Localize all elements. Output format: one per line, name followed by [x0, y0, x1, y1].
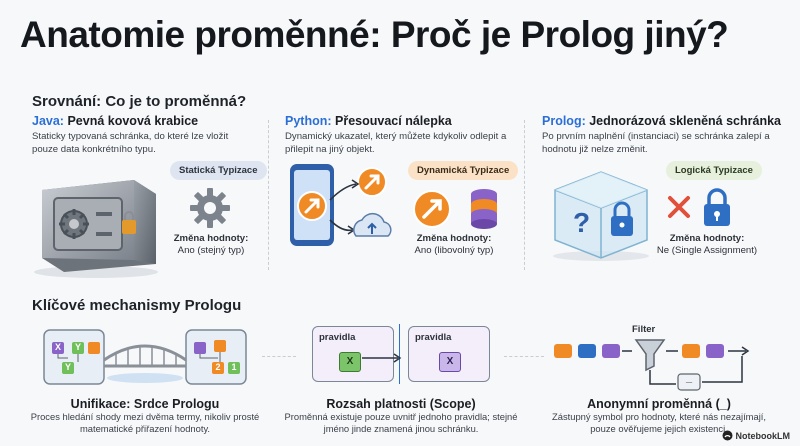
- comparison-heading: Srovnání: Co je to proměnná?: [32, 93, 247, 110]
- java-lang: Java:: [32, 114, 64, 128]
- prolog-change-label: Změna hodnoty:: [669, 233, 745, 244]
- gear-icon: [190, 188, 230, 228]
- arrow-icon: [362, 353, 402, 363]
- anonymous-filter-icon: [554, 339, 750, 391]
- prolog-change: Změna hodnoty: Ne (Single Assignment): [652, 233, 762, 257]
- scope-rule-box-1: pravidla X: [312, 326, 394, 382]
- scope-var-x: X: [339, 352, 361, 372]
- glass-box-icon: ?: [553, 171, 649, 261]
- java-title-text: Pevná kovová krabice: [67, 114, 199, 128]
- connector: [504, 356, 544, 357]
- safe-icon: [34, 180, 158, 278]
- divider: [524, 120, 525, 270]
- scope-rule-label: pravidla: [319, 332, 356, 343]
- java-change-label: Změna hodnoty:: [173, 233, 249, 244]
- filter-label: Filter: [632, 324, 656, 335]
- python-change: Změna hodnoty: Ano (libovolný typ): [404, 233, 504, 257]
- unification-term-x: X: [54, 342, 61, 352]
- prolog-badge: Logická Typizace: [666, 161, 762, 180]
- scope-rule-box-2: pravidla X: [408, 326, 490, 382]
- unification-title: Unifikace: Srdce Prologu: [70, 397, 220, 411]
- scope-rule-label: pravidla: [415, 332, 452, 343]
- java-badge: Statická Typizace: [170, 161, 267, 180]
- prolog-title: Prolog: Jednorázová skleněná schránka: [542, 114, 781, 128]
- mechanisms-heading: Klíčové mechanismy Prologu: [32, 297, 242, 314]
- sticker-database-icon: [413, 189, 497, 229]
- page-title: Anatomie proměnné: Proč je Prolog jiný?: [20, 14, 729, 55]
- java-change: Změna hodnoty: Ano (stejný typ): [166, 233, 256, 257]
- scope-separator: [399, 324, 400, 384]
- anonymous-desc: Zástupný symbol pro hodnoty, které nás n…: [552, 411, 766, 434]
- anonymous-underscore: _: [685, 372, 693, 384]
- prolog-lang: Prolog:: [542, 114, 586, 128]
- python-change-label: Změna hodnoty:: [416, 233, 492, 244]
- anonymous-title: Anonymní proměnná (_): [587, 397, 731, 411]
- unification-term-2: 2: [215, 362, 221, 372]
- scope-desc: Proměnná existuje pouze uvnitř jednoho p…: [284, 411, 518, 434]
- sticker-pointer-icon: [290, 164, 392, 246]
- scope-var-x: X: [439, 352, 461, 372]
- brand-watermark: NotebookLM: [722, 430, 791, 441]
- notebook-logo-icon: [722, 430, 732, 441]
- unification-term-y2: Y: [64, 362, 71, 372]
- prolog-change-value: Ne (Single Assignment): [656, 245, 758, 256]
- python-change-value: Ano (libovolný typ): [414, 245, 494, 256]
- scope-title: Rozsah platnosti (Scope): [326, 397, 476, 411]
- svg-text:?: ?: [573, 207, 590, 238]
- java-change-value: Ano (stejný typ): [177, 245, 245, 256]
- unification-term-1: 1: [231, 362, 237, 372]
- brand-name: NotebookLM: [735, 430, 791, 441]
- divider: [268, 120, 269, 270]
- java-title: Java: Pevná kovová krabice: [32, 114, 198, 128]
- prolog-title-text: Jednorázová skleněná schránka: [589, 114, 781, 128]
- unification-bridge-icon: [43, 329, 247, 385]
- python-title-text: Přesouvací nálepka: [335, 114, 452, 128]
- python-badge: Dynamická Typizace: [408, 161, 519, 180]
- python-desc: Dynamický ukazatel, který můžete kdykoli…: [285, 131, 507, 155]
- locked-no-change-icon: [668, 188, 730, 226]
- python-title: Python: Přesouvací nálepka: [285, 114, 452, 128]
- unification-desc: Proces hledání shody mezi dvěma termy, n…: [30, 411, 260, 434]
- java-desc: Staticky typovaná schránka, do které lze…: [32, 131, 229, 155]
- unification-term-y1: Y: [74, 342, 81, 352]
- python-lang: Python:: [285, 114, 332, 128]
- connector: [262, 356, 296, 357]
- prolog-desc: Po prvním naplnění (instanciaci) se schr…: [542, 131, 770, 155]
